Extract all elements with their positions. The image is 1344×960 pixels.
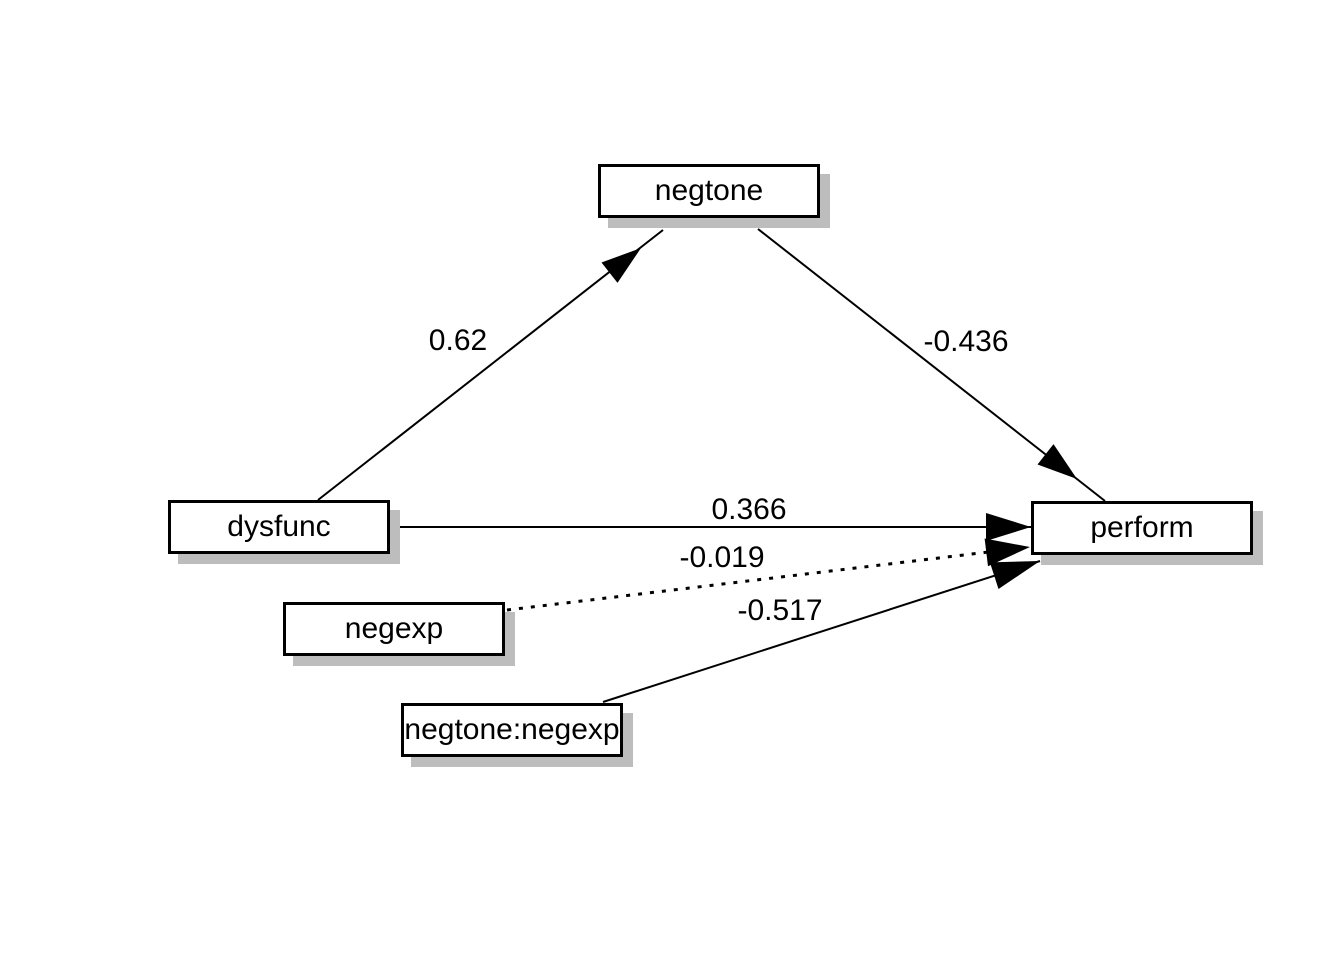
node-dysfunc-label: dysfunc	[227, 510, 331, 543]
edge-label-negtone-perform: -0.436	[923, 325, 1009, 358]
arrowhead-negexp-perform-icon	[984, 538, 1030, 567]
arrowhead-interaction-perform-icon	[989, 561, 1040, 589]
edge-label-negexp-perform: -0.019	[679, 541, 765, 574]
edge-dysfunc-negtone-line	[317, 229, 664, 501]
arrowhead-dysfunc-perform-icon	[986, 513, 1031, 541]
node-dysfunc: dysfunc	[168, 500, 390, 554]
edge-interaction-perform-line	[602, 560, 1041, 703]
node-perform-label: perform	[1090, 511, 1194, 544]
edge-label-dysfunc-perform: 0.366	[711, 493, 787, 526]
edge-label-dysfunc-negtone: 0.62	[428, 324, 488, 357]
arrowhead-negtone-perform-icon	[1037, 444, 1077, 479]
node-negtone: negtone	[598, 164, 820, 218]
node-negexp: negexp	[283, 602, 505, 656]
edge-label-interaction-perform: -0.517	[737, 594, 823, 627]
arrowhead-dysfunc-negtone-icon	[601, 248, 641, 283]
node-perform: perform	[1031, 501, 1253, 555]
node-negexp-label: negexp	[344, 612, 444, 645]
node-negtone-negexp-label: negtone:negexp	[404, 713, 620, 746]
node-negtone-negexp: negtone:negexp	[401, 703, 623, 757]
node-negtone-label: negtone	[654, 174, 764, 207]
edge-negexp-perform-line	[506, 545, 1031, 612]
